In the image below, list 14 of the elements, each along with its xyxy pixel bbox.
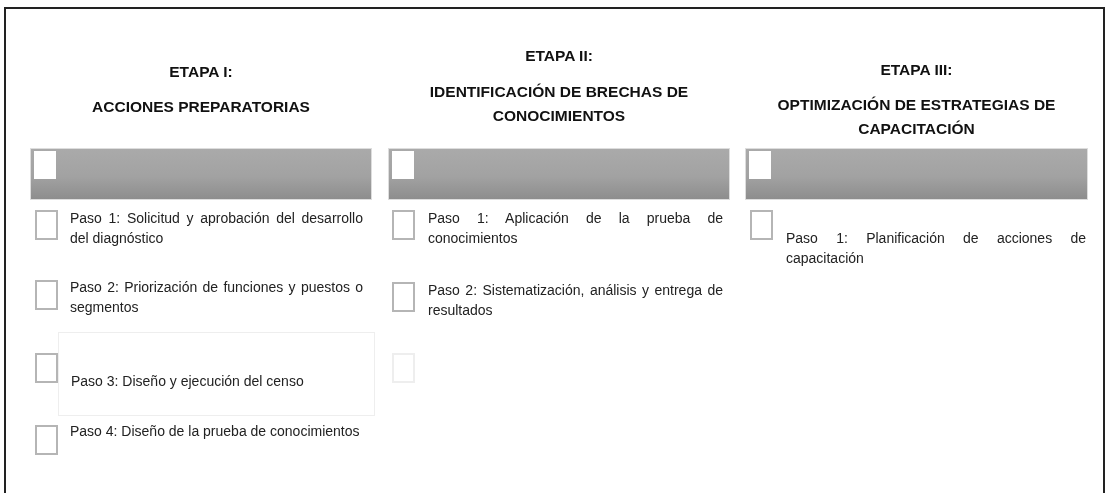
- step-text: Paso 4: Diseño de la prueba de conocimientos: [70, 422, 361, 441]
- stage-title: OPTIMIZACIÓN DE ESTRATEGIAS DE CAPACITACIÓN: [776, 95, 1057, 139]
- stage-label: ETAPA II:: [524, 46, 594, 66]
- step-text: Paso 1: Aplicación de la prueba de conocimientos: [428, 209, 723, 248]
- step-text: Paso 2: Sistematización, análisis y entrega de resultados: [428, 281, 723, 320]
- stage-label: ETAPA I:: [168, 62, 234, 82]
- step-text: Paso 1: Solicitud y aprobación del desarrollo del diagnóstico: [70, 209, 363, 248]
- step-box: [58, 332, 375, 416]
- stage-title: ACCIONES PREPARATORIAS: [91, 97, 311, 117]
- step-text: Paso 1: Planificación de acciones de capacitación: [786, 229, 1086, 268]
- step-text: Paso 3: Diseño y ejecución del censo: [71, 372, 304, 391]
- stage-title: IDENTIFICACIÓN DE BRECHAS DE CONOCIMIENTOS: [428, 82, 690, 126]
- step-text: Paso 2: Priorización de funciones y puestos o segmentos: [70, 278, 363, 317]
- stage-label: ETAPA III:: [879, 60, 954, 80]
